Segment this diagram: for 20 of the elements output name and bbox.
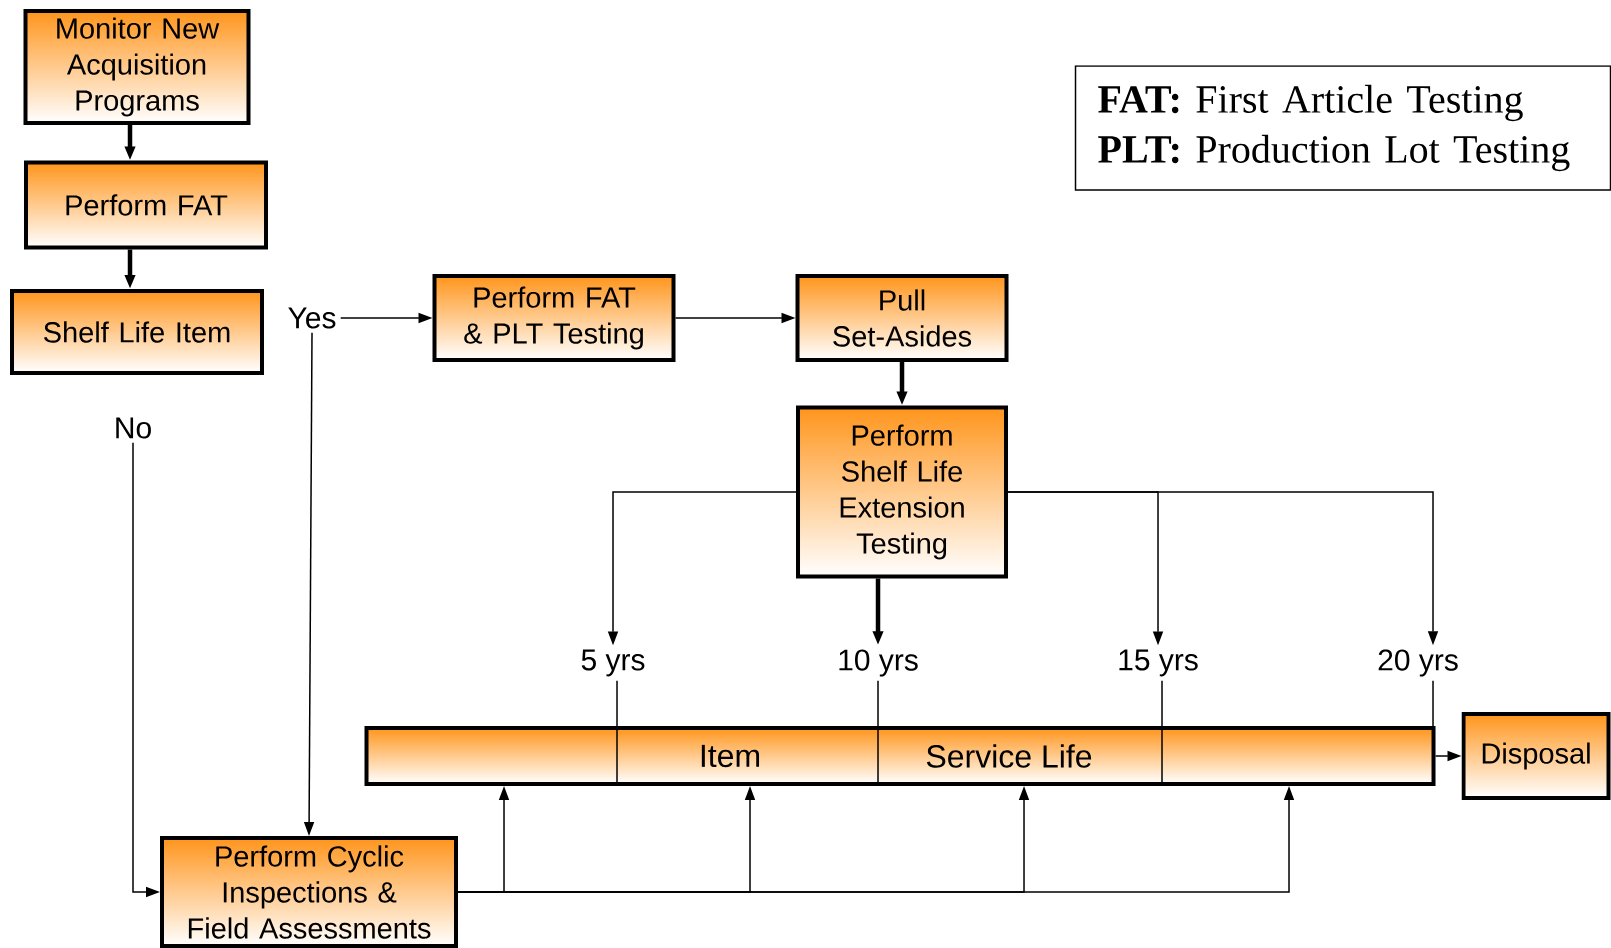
- branch-label: No: [116, 417, 151, 439]
- process-box: Monitor New Acquisition Programs: [23, 9, 251, 125]
- interval-label: 10 yrs: [839, 649, 918, 677]
- connector-line: [1432, 680, 1434, 727]
- process-box: Disposal: [1461, 712, 1611, 800]
- process-box: Perform Cyclic Inspections & Field Assessments: [160, 836, 458, 948]
- service-life-bar: Item Service Life: [364, 726, 1436, 786]
- process-box: Perform FAT & PLT Testing: [432, 274, 676, 362]
- process-box: Perform FAT: [24, 160, 268, 250]
- connector-line: [616, 679, 618, 727]
- decision-box: Shelf Life Item: [10, 289, 264, 375]
- connector-line: [877, 680, 879, 727]
- connector-line: [1161, 679, 1163, 727]
- abbreviation-box: FAT: First Article Testing PLT: Production Lot Testing: [1074, 65, 1611, 191]
- branch-label: Yes: [288, 307, 336, 329]
- interval-label: 5 yrs: [581, 649, 645, 677]
- interval-label: 15 yrs: [1119, 649, 1198, 677]
- process-box: Pull Set-Asides: [795, 274, 1009, 362]
- interval-label: 20 yrs: [1378, 649, 1458, 677]
- process-box: Perform Shelf Life Extension Testing: [796, 405, 1008, 579]
